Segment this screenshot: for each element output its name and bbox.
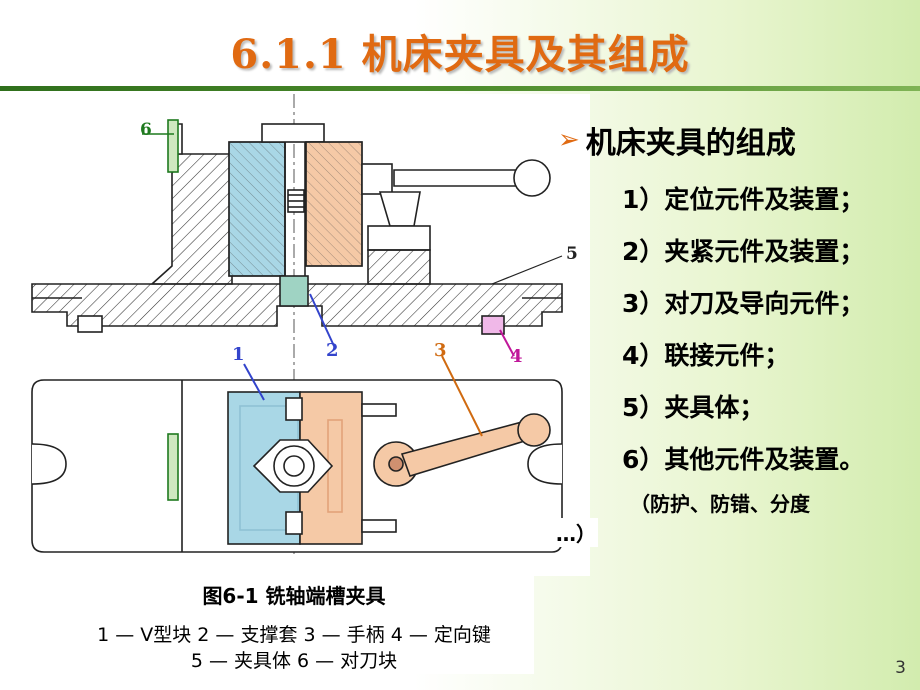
composition-list: ➢ 机床夹具的组成 1）定位元件及装置； 2）夹紧元件及装置； 3）对刀及导向元… <box>558 118 920 517</box>
page-number: 3 <box>895 658 906 678</box>
arrow-bullet-icon: ➢ <box>558 125 580 155</box>
figure-caption-box: 图6-1 铣轴端槽夹具 1 — V型块 2 — 支撑套 3 — 手柄 4 — 定… <box>34 576 534 674</box>
list-item: 3）对刀及导向元件； <box>622 289 865 318</box>
plan-view <box>31 379 563 553</box>
figure-caption: 图6-1 铣轴端槽夹具 <box>202 584 386 608</box>
slide-title: 6.1.1 机床夹具及其组成 <box>230 31 690 78</box>
list-item: 6）其他元件及装置。 <box>622 445 865 474</box>
label-4: 4 <box>510 346 523 367</box>
list-note-end: …） <box>556 518 598 547</box>
list-heading-text: 机床夹具的组成 <box>585 126 796 161</box>
list-item: 2）夹紧元件及装置； <box>622 237 865 266</box>
list-item: 5）夹具体； <box>622 393 765 422</box>
label-2: 2 <box>326 340 339 361</box>
figure-legend-line-2: 5 — 夹具体 6 — 对刀块 <box>190 650 398 672</box>
list-item: 4）联接元件； <box>622 341 790 370</box>
list-item: 1）定位元件及装置； <box>622 185 865 214</box>
section-view <box>31 94 563 554</box>
label-5: 5 <box>566 244 578 264</box>
list-note: （防护、防错、分度 <box>630 492 810 516</box>
fixture-drawing-svg <box>31 94 563 554</box>
title-divider <box>0 86 920 91</box>
list-heading: ➢ 机床夹具的组成 <box>558 118 920 162</box>
label-3: 3 <box>434 340 447 361</box>
fixture-drawing: 6 5 2 1 3 4 <box>22 94 590 576</box>
label-1: 1 <box>232 344 245 365</box>
figure-legend-line-1: 1 — V型块 2 — 支撑套 3 — 手柄 4 — 定向键 <box>97 624 491 646</box>
label-6: 6 <box>140 120 152 140</box>
